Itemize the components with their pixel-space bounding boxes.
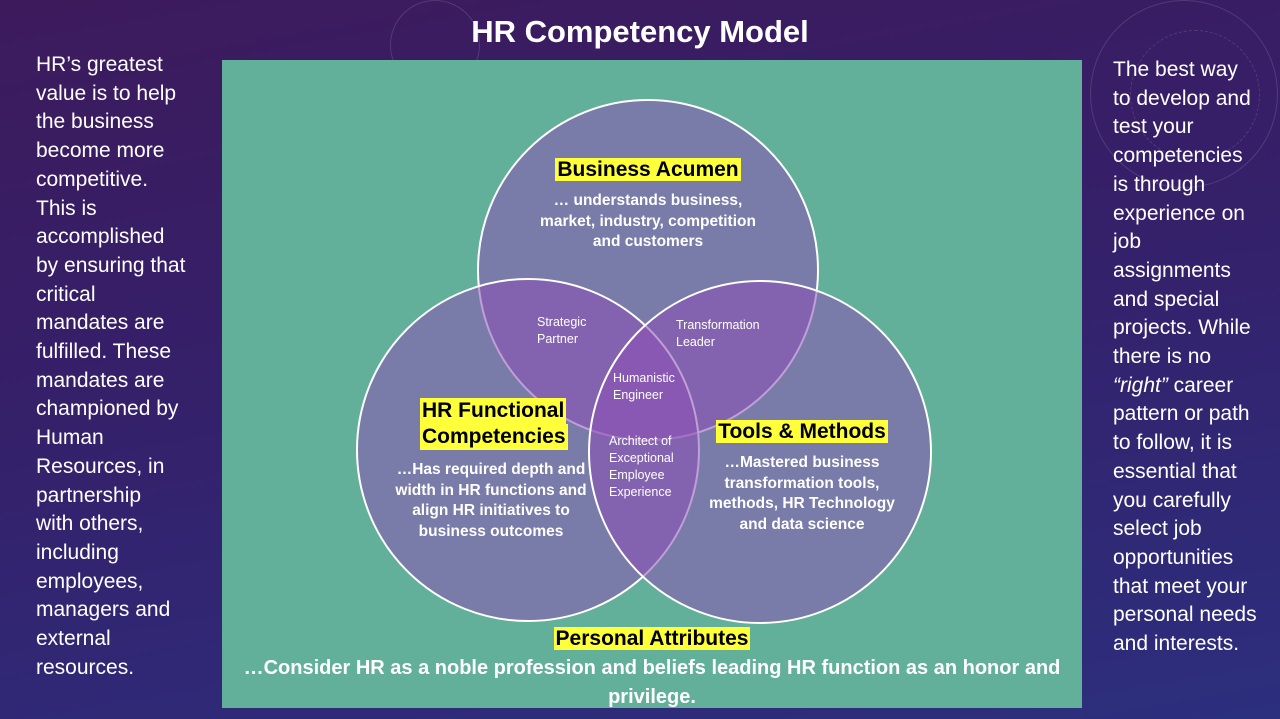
text-line: resources. bbox=[36, 655, 135, 679]
hr-functional-title-1: HR Functional bbox=[420, 398, 567, 424]
text-line: market, industry, competition bbox=[540, 212, 756, 230]
text-line: test your bbox=[1113, 115, 1194, 139]
text-line: … understands business, bbox=[553, 192, 743, 209]
text-line: Human bbox=[36, 426, 104, 450]
decorative-ring bbox=[1130, 30, 1260, 160]
text-line: mandates are bbox=[36, 311, 165, 335]
text-line: critical bbox=[36, 282, 96, 306]
text-line: align HR initiatives to bbox=[412, 502, 570, 519]
tools-methods: Tools & Methods …Mastered business transf… bbox=[700, 419, 904, 535]
text-line: “right” career bbox=[1113, 373, 1234, 397]
text-line: value is to help bbox=[36, 81, 177, 105]
text-line: championed by bbox=[36, 397, 179, 421]
text-line: managers and bbox=[36, 598, 171, 622]
text-line: there is no bbox=[1113, 345, 1212, 369]
text-line: The best way bbox=[1113, 58, 1238, 81]
text-line: and special bbox=[1113, 287, 1220, 311]
text-line: to follow, it is bbox=[1113, 431, 1233, 455]
personal-attributes: Personal Attributes …Consider HR as a no… bbox=[222, 626, 1082, 712]
text-line: is through bbox=[1113, 172, 1206, 196]
text-line: This is bbox=[36, 196, 97, 220]
text-line: …Mastered business bbox=[724, 454, 880, 471]
left-text-block: HR’s greatest value is to help the busines… bbox=[36, 51, 216, 682]
tools-methods-title: Tools & Methods bbox=[716, 420, 888, 443]
hr-functional-title-2: Competencies bbox=[420, 424, 568, 450]
text-line: personal needs bbox=[1113, 603, 1257, 627]
circle-tools-methods bbox=[588, 280, 932, 624]
text-line: that meet your bbox=[1113, 574, 1248, 598]
right-text-block: The best way to develop and test your compe… bbox=[1113, 56, 1273, 659]
text-line: competitive. bbox=[36, 167, 149, 191]
business-acumen-desc: … understands business, market, industry,… bbox=[500, 191, 796, 253]
text-line: experience on bbox=[1113, 201, 1245, 225]
text-line: Engineer bbox=[613, 388, 664, 402]
text-line: Experience bbox=[609, 485, 672, 499]
text-line: mandates are bbox=[36, 368, 165, 392]
text-line: Leader bbox=[676, 335, 715, 349]
text-line: external bbox=[36, 627, 111, 651]
text-line: Architect of bbox=[609, 434, 672, 448]
text-line: partnership bbox=[36, 483, 142, 507]
text-line: with others, bbox=[36, 512, 144, 536]
text-line: Partner bbox=[537, 332, 578, 346]
text-line: methods, HR Technology bbox=[709, 495, 895, 512]
text-line: by ensuring that bbox=[36, 253, 186, 277]
text-line: fulfilled. These bbox=[36, 340, 172, 364]
text-line: Exceptional bbox=[609, 451, 674, 465]
text-line: and interests. bbox=[1113, 632, 1240, 656]
business-acumen: Business Acumen … understands business, m… bbox=[500, 157, 796, 253]
text-line: …Has required depth and bbox=[396, 461, 586, 478]
text-line: and customers bbox=[592, 233, 704, 250]
hr-functional-desc: …Has required depth and width in HR funct… bbox=[380, 460, 602, 542]
text-line: including bbox=[36, 540, 119, 564]
text-line: essential that bbox=[1113, 459, 1237, 483]
text-line: become more bbox=[36, 139, 165, 163]
personal-attributes-title: Personal Attributes bbox=[553, 627, 751, 650]
text-line: you carefully bbox=[1113, 488, 1231, 512]
text-line: assignments bbox=[1113, 258, 1231, 282]
tools-methods-desc: …Mastered business transformation tools, m… bbox=[700, 453, 904, 535]
text-line: competencies bbox=[1113, 144, 1243, 168]
text-line: business outcomes bbox=[418, 522, 564, 540]
text-line: transformation tools, bbox=[724, 474, 880, 492]
slide-title: HR Competency Model bbox=[471, 14, 809, 49]
text-line: HR’s greatest bbox=[36, 53, 163, 76]
text-line: job bbox=[1113, 230, 1142, 254]
text-line: Resources, in bbox=[36, 454, 165, 478]
text-line: the business bbox=[36, 110, 154, 134]
business-acumen-title: Business Acumen bbox=[555, 158, 741, 181]
text-line: opportunities bbox=[1113, 545, 1234, 569]
text-line: to develop and bbox=[1113, 86, 1251, 110]
text-line: privilege. bbox=[608, 686, 696, 708]
personal-attributes-desc: …Consider HR as a noble profession and b… bbox=[222, 654, 1082, 712]
text-line: Transformation bbox=[676, 318, 760, 332]
text-line: accomplished bbox=[36, 225, 165, 249]
text-line: Strategic bbox=[537, 315, 587, 329]
text-line: …Consider HR as a noble profession and b… bbox=[243, 657, 1061, 679]
text-line: select job bbox=[1113, 517, 1202, 541]
text-line: and data science bbox=[739, 515, 865, 533]
text-line: employees, bbox=[36, 569, 144, 593]
text-line: Humanistic bbox=[613, 371, 675, 385]
text-line: width in HR functions and bbox=[395, 481, 587, 499]
decorative-ring bbox=[1090, 0, 1278, 188]
text-line: projects. While bbox=[1113, 316, 1251, 340]
text-line: pattern or path bbox=[1113, 402, 1250, 426]
text-line: Employee bbox=[609, 468, 665, 482]
